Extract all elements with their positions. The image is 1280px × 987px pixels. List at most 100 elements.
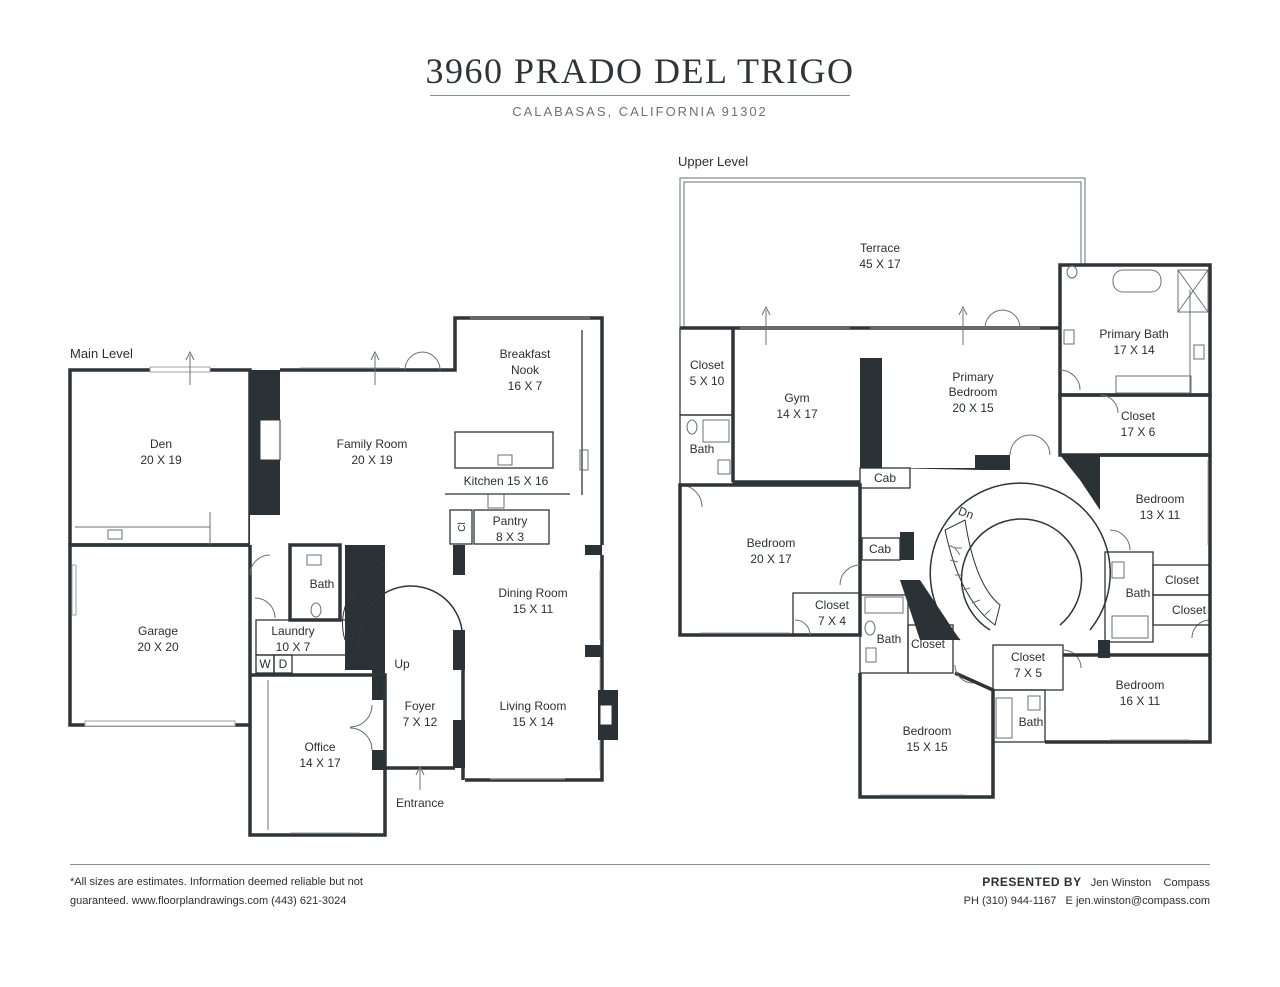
presented-by-label: PRESENTED BY: [982, 875, 1082, 889]
bedroom-a-size: 20 X 17: [750, 552, 792, 566]
closet-f-walls: [1152, 594, 1211, 626]
main-bath-sink-icon: [306, 554, 322, 566]
stair-core: [340, 545, 385, 700]
entrance-arrow-icon: [415, 765, 425, 776]
office-size: 14 X 17: [299, 756, 341, 770]
bedroom-d-label: Bedroom: [903, 724, 952, 738]
den-tv-icon: [107, 529, 123, 540]
kitchen-island: [454, 431, 554, 469]
closet-a-size: 5 X 10: [690, 374, 725, 388]
bath-c-label: Bath: [877, 632, 902, 646]
closet-c-size: 7 X 4: [818, 614, 846, 628]
closet-e-label: Closet: [1165, 573, 1200, 587]
bedroom-b-size: 13 X 11: [1140, 508, 1181, 522]
footer-divider: [70, 864, 1210, 865]
breakfast-label: Breakfast: [500, 347, 551, 361]
agent-phone: PH (310) 944-1167: [963, 895, 1057, 907]
bath-c-tub-icon: [864, 596, 904, 614]
gym-bath-label: Bath: [690, 442, 715, 456]
closet-abbrev-label: Cl: [457, 522, 468, 531]
den-label: Den: [150, 437, 172, 451]
family-room-size: 20 X 19: [351, 453, 393, 467]
main-level-plan: [68, 316, 618, 837]
main-level-label: Main Level: [70, 346, 133, 361]
dining-room-label: Dining Room: [498, 586, 567, 600]
gym-arrow-icon: [761, 305, 771, 316]
bath-g-walls: [992, 689, 1046, 743]
main-bath-label: Bath: [310, 577, 335, 591]
gym-shower-icon: [702, 419, 730, 443]
terrace-label: Terrace: [860, 241, 900, 255]
cab-2-label: Cab: [869, 542, 891, 556]
gym-label: Gym: [784, 391, 809, 405]
primary-bedroom-label: Bedroom: [949, 385, 998, 399]
range-icon: [487, 493, 505, 509]
bath-g-label: Bath: [1019, 715, 1044, 729]
living-room-size: 15 X 14: [512, 715, 554, 729]
washer-label: W: [259, 657, 271, 671]
closet-d-walls: [907, 624, 954, 674]
bedroom-d-size: 15 X 15: [906, 740, 948, 754]
bedroom-a-walls: [678, 483, 862, 637]
terrace-size: 45 X 17: [859, 257, 901, 271]
den-window: [149, 366, 211, 373]
den-size: 20 X 19: [140, 453, 182, 467]
room-labels: Den 20 X 19 Family Room 20 X 19 Breakfas…: [137, 241, 1206, 810]
contact-line: PH (310) 944-1167 E jen.winston@compass.…: [964, 895, 1210, 907]
family-french-doors: [404, 351, 441, 371]
primary-bath-size: 17 X 14: [1113, 343, 1155, 357]
bathtub-icon: [1112, 269, 1162, 293]
closet-g-label: Closet: [1011, 650, 1046, 664]
closet-b-size: 17 X 6: [1121, 425, 1156, 439]
bedroom-d-walls: [858, 671, 995, 799]
primary-bedroom-size: 20 X 15: [952, 401, 994, 415]
closet-c-label: Closet: [815, 598, 850, 612]
garage-label: Garage: [138, 624, 178, 638]
closet-a-label: Closet: [690, 358, 725, 372]
primary-label: Primary: [952, 370, 993, 384]
office-label: Office: [304, 740, 335, 754]
kitchen-label: Kitchen 15 X 16: [464, 474, 549, 488]
pantry-walls: [473, 509, 550, 545]
bath-e-label: Bath: [1126, 586, 1151, 600]
nook-label: Nook: [511, 363, 540, 377]
primary-wall-column: [860, 358, 882, 468]
stair-treads: [944, 519, 1001, 626]
family-kitchen-walls: [280, 316, 604, 545]
laundry-size: 10 X 7: [276, 640, 311, 654]
primary-bath-label: Primary Bath: [1099, 327, 1168, 341]
bedroom-c-label: Bedroom: [1116, 678, 1165, 692]
family-arrow-icon: [370, 350, 380, 361]
garage-side-door: [71, 564, 77, 616]
primary-french-doors: [984, 309, 1021, 329]
pantry-size: 8 X 3: [496, 530, 524, 544]
down-arrow-icon: [954, 547, 962, 556]
fireplace-icon: [259, 419, 281, 461]
foyer-label: Foyer: [405, 699, 436, 713]
closet-g-size: 7 X 5: [1014, 666, 1042, 680]
dryer-label: D: [279, 657, 288, 671]
disclaimer-line-2: guaranteed. www.floorplandrawings.com (4…: [70, 895, 347, 907]
family-room-label: Family Room: [337, 437, 408, 451]
main-curved-stair: [351, 564, 463, 646]
cab-1-label: Cab: [874, 471, 896, 485]
garage-size: 20 X 20: [137, 640, 179, 654]
bedroom-c-walls: [1045, 653, 1212, 744]
primary-shower-icon: [1177, 269, 1209, 313]
disclaimer-line-1: *All sizes are estimates. Information de…: [70, 876, 363, 888]
island-sink-icon: [497, 454, 513, 466]
entrance-label: Entrance: [396, 796, 444, 810]
foyer-size: 7 X 12: [403, 715, 438, 729]
dining-living-walls: [465, 555, 604, 782]
property-address: CALABASAS, CALIFORNIA 91302: [512, 104, 768, 119]
bedroom-a-label: Bedroom: [747, 536, 796, 550]
dining-room-size: 15 X 11: [513, 602, 554, 616]
laundry-label: Laundry: [271, 624, 314, 638]
upper-level-plan: [678, 177, 1212, 799]
foyer-doors: [349, 704, 373, 751]
terrace-outline: [679, 177, 1086, 328]
title-divider: [430, 95, 850, 96]
stair-down-label: Dn: [956, 504, 975, 522]
bedroom-c-size: 16 X 11: [1120, 694, 1161, 708]
